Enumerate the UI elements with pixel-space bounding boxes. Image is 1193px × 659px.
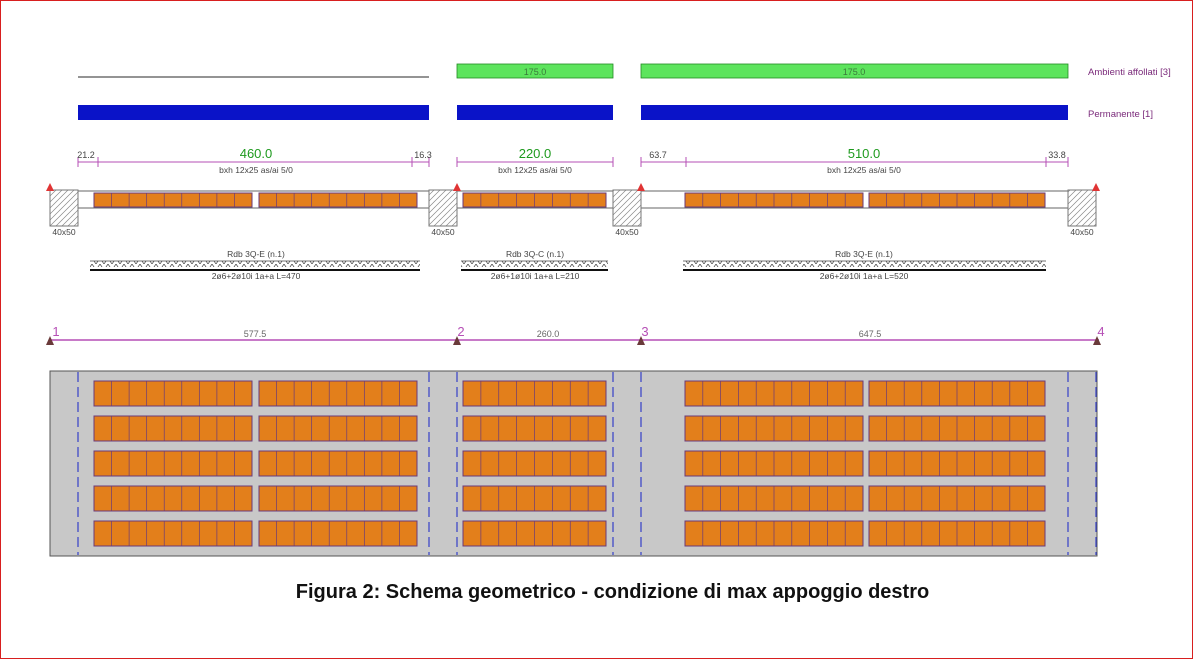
permanent-load-row: Permanente [1]	[78, 105, 1153, 120]
plan-brick-block	[684, 415, 864, 442]
plan-brick-block	[93, 520, 253, 547]
support-column	[49, 189, 79, 227]
support-size-label: 40x50	[1070, 227, 1093, 237]
accidental-load-value: 175.0	[843, 67, 866, 77]
elevation-brick-block	[93, 192, 253, 208]
figure-caption: Figura 2: Schema geometrico - condizione…	[295, 581, 930, 603]
span-clear-length: 220.0	[519, 146, 552, 161]
rebar-label: 2ø6+1ø10i 1a+a L=210	[491, 271, 580, 281]
elevation-brick-block	[684, 192, 864, 208]
axis-span-length: 260.0	[537, 329, 560, 339]
span-section: bxh 12x25 as/ai 5/0	[827, 165, 901, 175]
axis-span-length: 647.5	[859, 329, 882, 339]
support-marker-icon	[637, 183, 645, 191]
span-section: bxh 12x25 as/ai 5/0	[498, 165, 572, 175]
legend-accidental: Ambienti affollati [3]	[1088, 67, 1171, 78]
node-number: 2	[457, 324, 464, 339]
axis-line: 1 2 3 4 577.5 260.0 647.5	[46, 324, 1105, 345]
permanent-load-bar	[457, 105, 613, 120]
span-right-offset: 33.8	[1048, 150, 1066, 160]
node-number: 3	[641, 324, 648, 339]
plan-brick-block	[258, 380, 418, 407]
accidental-load-bar	[456, 63, 614, 79]
span-left-offset: 63.7	[649, 150, 667, 160]
accidental-load-value: 175.0	[524, 67, 547, 77]
support-size-label: 40x50	[431, 227, 454, 237]
plan-brick-block	[258, 450, 418, 477]
elevation-brick-block	[462, 192, 607, 208]
node-marker-icon	[637, 336, 645, 345]
rib-label: Rdb 3Q-E (n.1)	[835, 249, 893, 259]
support-column	[1067, 189, 1097, 227]
plan-bricks	[93, 380, 1046, 547]
span-section: bxh 12x25 as/ai 5/0	[219, 165, 293, 175]
rebar-label: 2ø6+2ø10i 1a+a L=520	[820, 271, 909, 281]
plan-brick-block	[93, 380, 253, 407]
support-marker-icon	[46, 183, 54, 191]
truss-rib-icon	[461, 261, 608, 267]
plan-brick-block	[462, 520, 607, 547]
plan-view	[49, 370, 1098, 557]
truss-rib-icon	[90, 261, 420, 267]
plan-brick-block	[684, 520, 864, 547]
plan-brick-block	[462, 415, 607, 442]
rebar-label: 2ø6+2ø10i 1a+a L=470	[212, 271, 301, 281]
plan-brick-block	[258, 520, 418, 547]
truss-rib-icon	[683, 261, 1046, 267]
plan-brick-block	[684, 485, 864, 512]
rib-label: Rdb 3Q-E (n.1)	[227, 249, 285, 259]
support-size-label: 40x50	[52, 227, 75, 237]
node-marker-icon	[1093, 336, 1101, 345]
plan-brick-block	[868, 520, 1046, 547]
axis-span-length: 577.5	[244, 329, 267, 339]
rib-label: Rdb 3Q-C (n.1)	[506, 249, 564, 259]
plan-brick-block	[868, 450, 1046, 477]
node-marker-icon	[453, 336, 461, 345]
support-marker-icon	[1092, 183, 1100, 191]
plan-brick-block	[868, 415, 1046, 442]
plan-brick-block	[93, 485, 253, 512]
span-left-offset: 21.2	[77, 150, 95, 160]
node-marker-icon	[46, 336, 54, 345]
permanent-load-bar	[78, 105, 429, 120]
plan-brick-block	[462, 485, 607, 512]
plan-brick-block	[93, 450, 253, 477]
accidental-load-row: 175.0 175.0 Ambienti affollati [3]	[78, 63, 1171, 79]
legend-permanent: Permanente [1]	[1088, 109, 1153, 120]
support-marker-icon	[453, 183, 461, 191]
plan-brick-block	[868, 485, 1046, 512]
elevation-brick-block	[868, 192, 1046, 208]
permanent-load-bar	[641, 105, 1068, 120]
elevation-bricks	[93, 192, 1046, 208]
plan-brick-block	[462, 450, 607, 477]
span-clear-length: 510.0	[848, 146, 881, 161]
plan-brick-block	[684, 450, 864, 477]
elevation-brick-block	[258, 192, 418, 208]
span-dimensions: 21.2 460.0 16.3 bxh 12x25 as/ai 5/0 220.…	[77, 146, 1069, 175]
beam-elevation: 40x50 40x50 40x50 40x50	[46, 183, 1100, 237]
support-column	[612, 189, 642, 227]
support-size-label: 40x50	[615, 227, 638, 237]
plan-brick-block	[93, 415, 253, 442]
plan-brick-block	[868, 380, 1046, 407]
plan-brick-block	[462, 380, 607, 407]
plan-brick-block	[258, 415, 418, 442]
node-number: 4	[1097, 324, 1104, 339]
plan-brick-block	[258, 485, 418, 512]
span-clear-length: 460.0	[240, 146, 273, 161]
plan-brick-block	[684, 380, 864, 407]
node-number: 1	[52, 324, 59, 339]
span-right-offset: 16.3	[414, 150, 432, 160]
accidental-load-bar	[640, 63, 1069, 79]
support-column	[428, 189, 458, 227]
reinforcement-row: Rdb 3Q-E (n.1) 2ø6+2ø10i 1a+a L=470 Rdb …	[90, 249, 1046, 281]
